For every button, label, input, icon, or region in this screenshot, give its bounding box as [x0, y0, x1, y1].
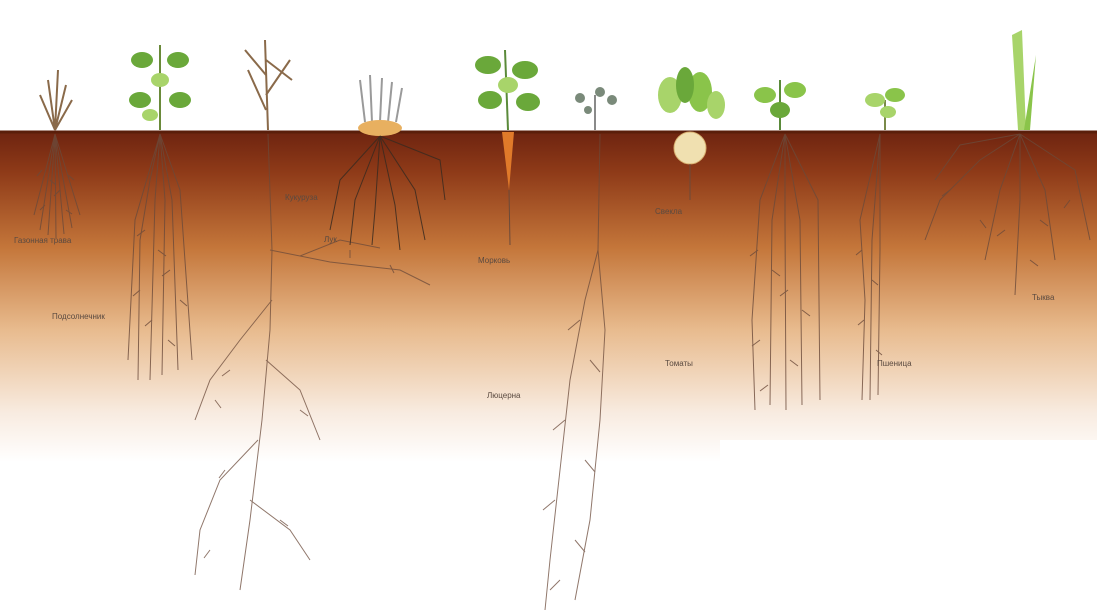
alfalfa-shoot-icon — [575, 87, 617, 130]
soil-layer — [0, 132, 1097, 462]
onion-shoots-icon — [360, 75, 402, 122]
carrot-leaves-icon — [475, 50, 540, 130]
label-plant-3: Кукуруза — [285, 193, 318, 202]
grass-shoot-icon — [40, 70, 72, 130]
beet-root-icon — [674, 132, 706, 164]
label-plant-8: Томаты — [665, 359, 693, 368]
white-patch — [720, 440, 1097, 614]
label-plant-7: Свекла — [655, 207, 683, 216]
sunflower-leaves-icon — [129, 45, 191, 130]
label-plant-1: Газонная трава — [14, 236, 72, 245]
label-plant-9: Пшеница — [877, 359, 912, 368]
pumpkin-shoot-icon — [1012, 30, 1036, 130]
tomato-leaves-icon — [754, 80, 806, 130]
label-plant-4: Лук — [324, 235, 337, 244]
label-plant-10: Тыква — [1032, 293, 1055, 302]
label-plant-5: Морковь — [478, 256, 510, 265]
label-plant-6: Люцерна — [487, 391, 521, 400]
onion-bulb-icon — [358, 120, 402, 136]
beet-leaves-icon — [658, 67, 725, 119]
wheat-shoot-icon — [865, 88, 905, 130]
label-plant-2: Подсолнечник — [52, 312, 105, 321]
corn-stalk-icon — [245, 40, 292, 130]
